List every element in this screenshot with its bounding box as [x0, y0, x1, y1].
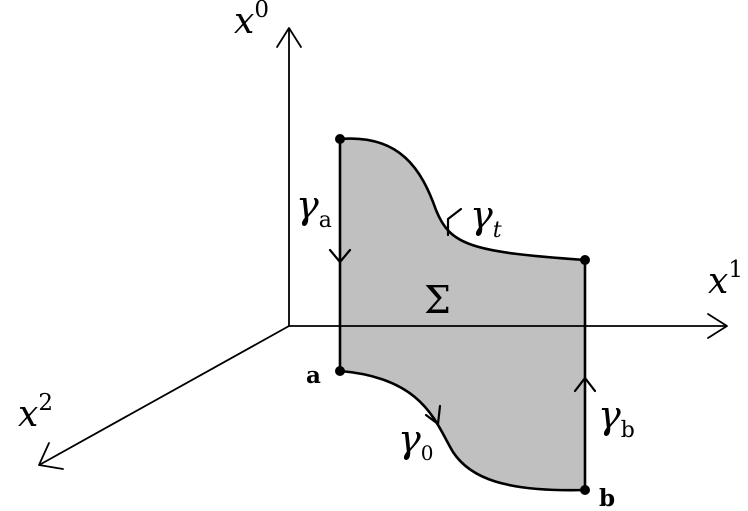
axis-x1-label: x1	[708, 257, 743, 302]
gamma-0-label: γ0	[398, 417, 433, 465]
point-a	[335, 366, 345, 376]
point-b-label: b	[599, 485, 615, 511]
point-top-left	[335, 134, 345, 144]
gamma-b-label: γb	[598, 393, 635, 443]
boundary-curves	[338, 137, 587, 492]
axes	[38, 27, 728, 470]
axis-x0-label: x0	[234, 0, 269, 42]
gamma-b-arrow	[573, 376, 597, 393]
axis-x0-arrowhead	[276, 27, 302, 48]
point-top-right	[580, 255, 590, 265]
corner-points	[335, 134, 590, 495]
gamma-t-label: γt	[470, 193, 502, 243]
gamma-a-label: γa	[296, 183, 332, 233]
surface-sigma-label: Σ	[424, 278, 451, 322]
axis-x2-arrowhead	[38, 442, 64, 470]
point-a-label: a	[306, 362, 321, 389]
surface-sigma	[340, 138, 585, 491]
gamma-0-arrow	[424, 404, 442, 426]
gamma-t-arrow	[446, 207, 463, 237]
curve-gamma-0	[339, 369, 586, 492]
axis-x1-arrowhead	[707, 313, 728, 339]
axis-x2-line	[40, 325, 290, 465]
gamma-a-arrow	[328, 248, 352, 264]
axis-x2-label: x2	[18, 390, 53, 435]
orientation-arrows	[328, 207, 597, 426]
curve-gamma-t	[339, 137, 586, 262]
point-b	[580, 485, 590, 495]
